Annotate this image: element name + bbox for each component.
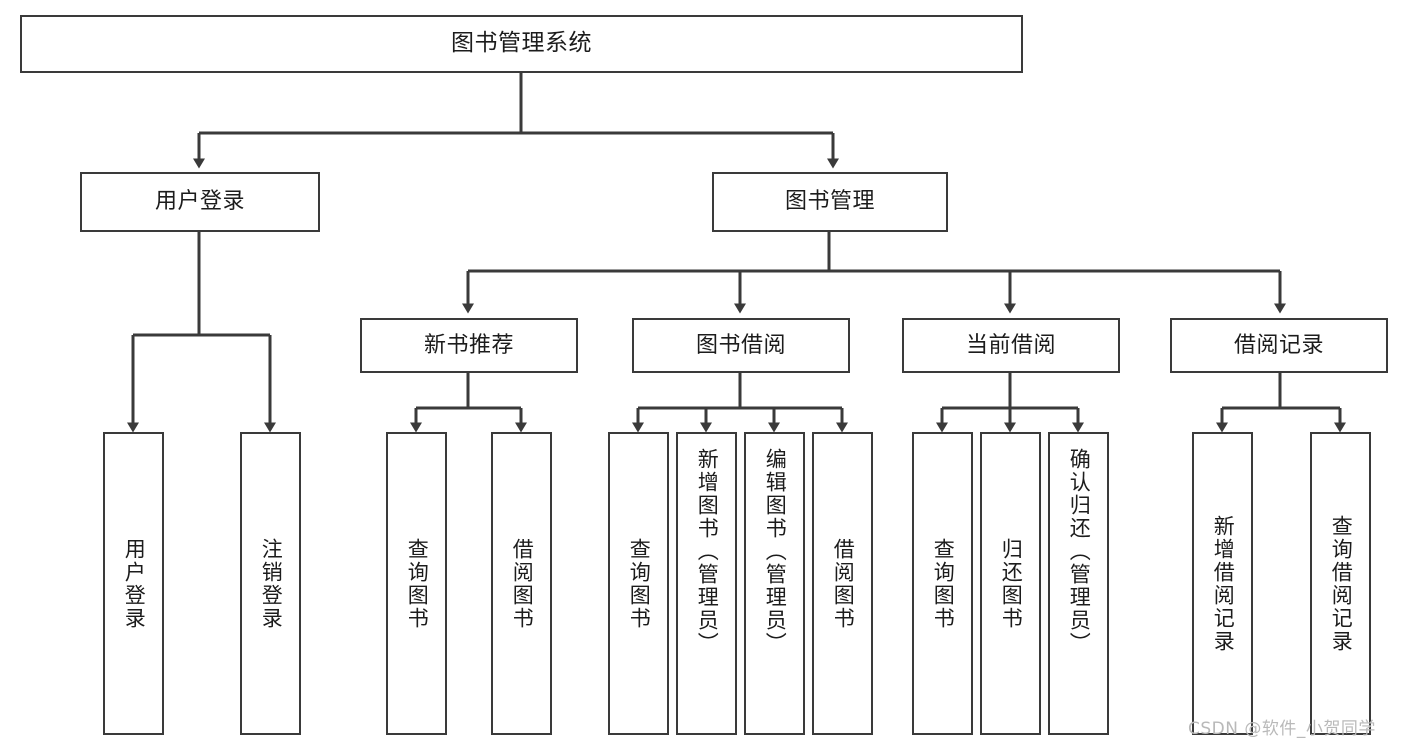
leaf-return-book[interactable]: 归还图书 <box>980 432 1041 735</box>
node-borrow-record[interactable]: 借阅记录 <box>1170 318 1388 373</box>
leaf-logout-label: 注销登录 <box>259 537 284 630</box>
node-book-borrow-label: 图书借阅 <box>695 332 786 358</box>
node-borrow-record-label: 借阅记录 <box>1233 332 1324 358</box>
leaf-borrow-book-b[interactable]: 借阅图书 <box>812 432 873 735</box>
leaf-add-borrow-record-label: 新增借阅记录 <box>1211 514 1236 653</box>
node-book-management-label: 图书管理 <box>784 189 875 215</box>
leaf-add-book-label: 新增图书（管理员） <box>695 448 720 655</box>
leaf-edit-book-label: 编辑图书（管理员） <box>763 448 788 655</box>
leaf-query-book-c-label: 查询图书 <box>931 537 956 630</box>
watermark: CSDN @软件_小贺同学 <box>1188 719 1376 739</box>
leaf-return-book-label: 归还图书 <box>999 537 1024 630</box>
node-book-management[interactable]: 图书管理 <box>712 172 948 232</box>
leaf-user-login[interactable]: 用户登录 <box>103 432 164 735</box>
leaf-query-book-a-label: 查询图书 <box>405 537 430 630</box>
leaf-logout[interactable]: 注销登录 <box>240 432 301 735</box>
leaf-query-book-b[interactable]: 查询图书 <box>608 432 669 735</box>
leaf-user-login-label: 用户登录 <box>122 537 147 630</box>
node-root[interactable]: 图书管理系统 <box>20 15 1023 73</box>
leaf-confirm-return-label: 确认归还（管理员） <box>1067 448 1092 655</box>
node-current-borrow-label: 当前借阅 <box>965 332 1056 358</box>
leaf-borrow-book-b-label: 借阅图书 <box>831 537 856 630</box>
leaf-add-book[interactable]: 新增图书（管理员） <box>676 432 737 735</box>
leaf-query-book-a[interactable]: 查询图书 <box>386 432 447 735</box>
node-new-book-recommend[interactable]: 新书推荐 <box>360 318 578 373</box>
leaf-borrow-book-a[interactable]: 借阅图书 <box>491 432 552 735</box>
leaf-confirm-return[interactable]: 确认归还（管理员） <box>1048 432 1109 735</box>
leaf-query-book-c[interactable]: 查询图书 <box>912 432 973 735</box>
node-user-login[interactable]: 用户登录 <box>80 172 320 232</box>
node-root-label: 图书管理系统 <box>451 30 592 57</box>
leaf-query-borrow-record-label: 查询借阅记录 <box>1329 514 1354 653</box>
leaf-edit-book[interactable]: 编辑图书（管理员） <box>744 432 805 735</box>
leaf-borrow-book-a-label: 借阅图书 <box>510 537 535 630</box>
node-book-borrow[interactable]: 图书借阅 <box>632 318 850 373</box>
node-current-borrow[interactable]: 当前借阅 <box>902 318 1120 373</box>
leaf-add-borrow-record[interactable]: 新增借阅记录 <box>1192 432 1253 735</box>
leaf-query-book-b-label: 查询图书 <box>627 537 652 630</box>
leaf-query-borrow-record[interactable]: 查询借阅记录 <box>1310 432 1371 735</box>
node-user-login-label: 用户登录 <box>154 189 245 215</box>
node-new-book-recommend-label: 新书推荐 <box>423 332 514 358</box>
